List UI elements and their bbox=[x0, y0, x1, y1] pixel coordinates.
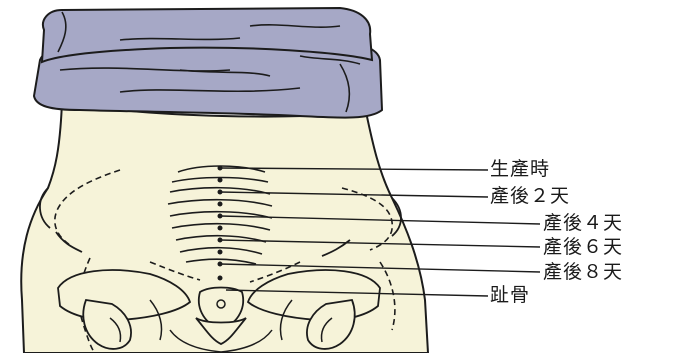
label-postpartum-day6: 產後６天 bbox=[543, 238, 623, 257]
label-postpartum-day2: 產後２天 bbox=[490, 187, 570, 206]
label-postpartum-day8: 產後８天 bbox=[543, 263, 623, 282]
label-at-birth: 生產時 bbox=[490, 160, 550, 179]
label-postpartum-day4: 產後４天 bbox=[543, 214, 623, 233]
label-pubic-bone: 趾骨 bbox=[490, 286, 530, 305]
